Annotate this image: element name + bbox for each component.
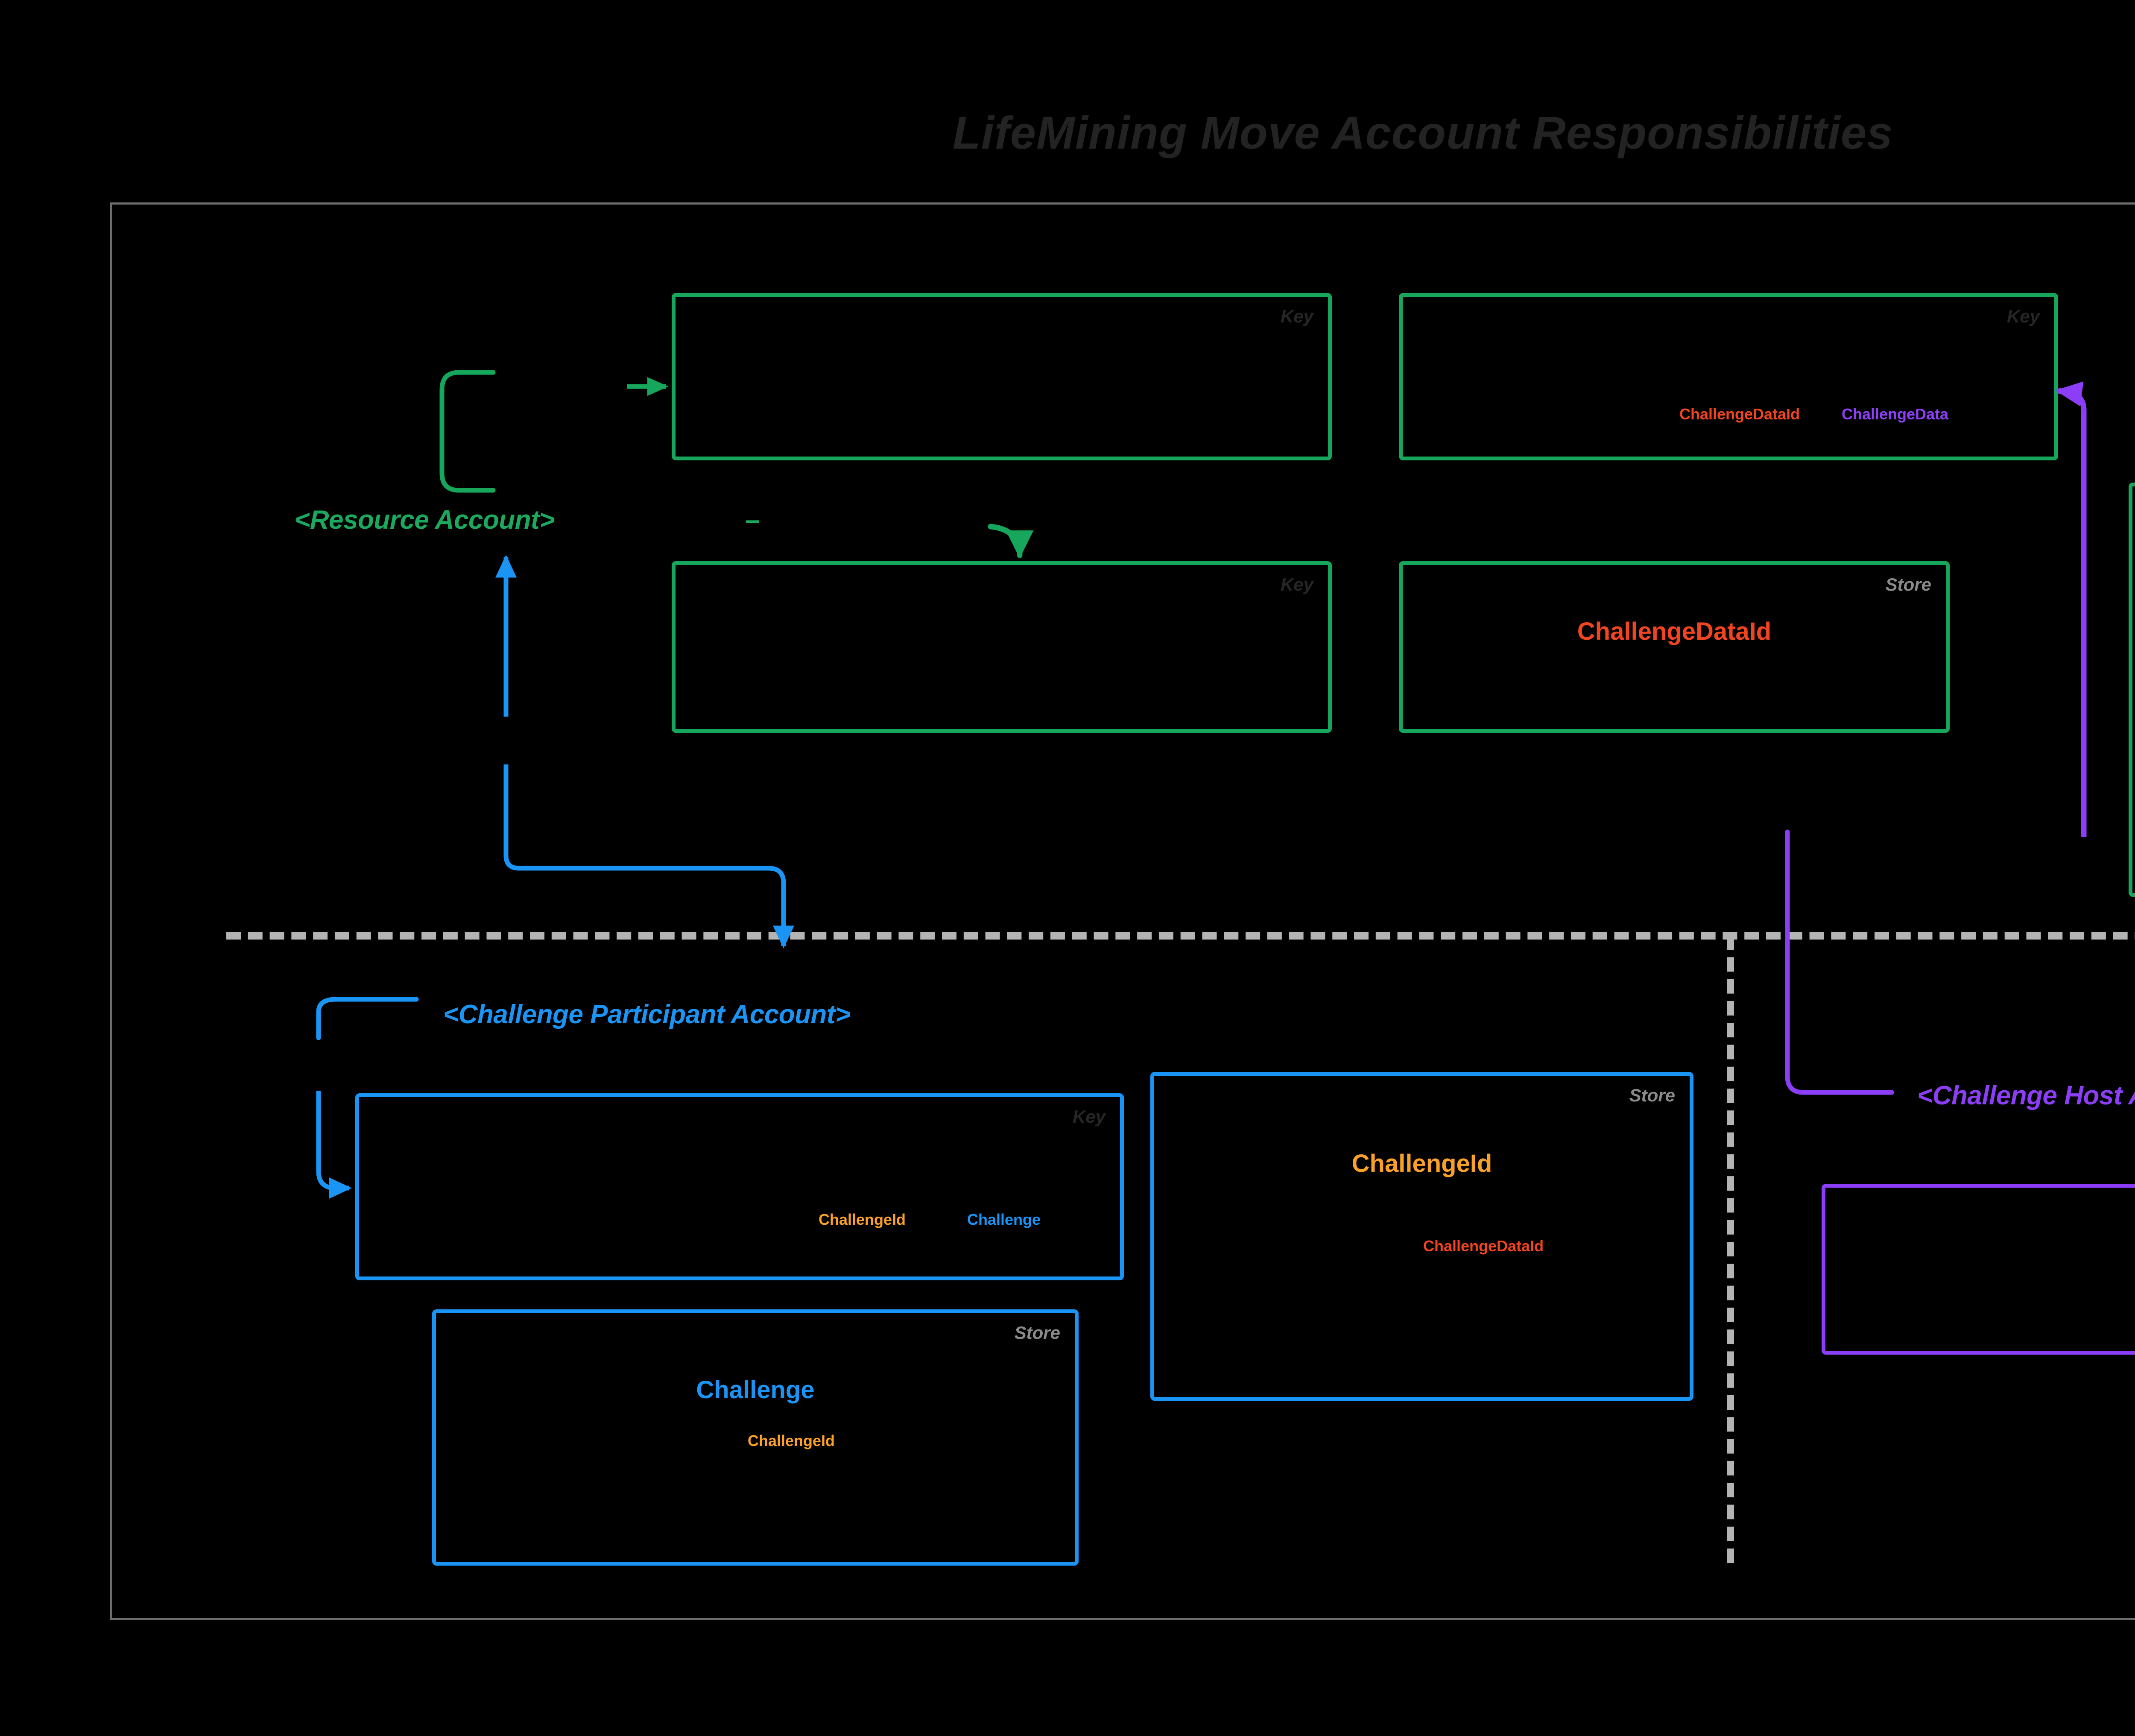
box-host-key[interactable]: Key ChallengeId bbox=[1822, 1184, 2135, 1355]
account-label-resource: <Resource Account> bbox=[295, 505, 555, 535]
box-resource-store-challenge-data[interactable]: Store ChallengeData bbox=[2129, 483, 2135, 897]
corner-tag-store: Store bbox=[1885, 574, 1931, 594]
box-title-challenge-data: ChallengeData bbox=[2132, 539, 2135, 567]
box-title-challenge-id: ChallengeId bbox=[1351, 1150, 1492, 1177]
box-title-challenge-data-id: ChallengeDataId bbox=[1577, 618, 1772, 645]
vertical-divider bbox=[1727, 935, 1734, 1563]
box-resource-key-3[interactable]: Key bbox=[672, 561, 1332, 733]
field-challenge-data-id: ChallengeDataId bbox=[1679, 405, 1800, 423]
box-participant-store-challenge[interactable]: Store Challenge ChallengeId bbox=[432, 1309, 1079, 1566]
horizontal-divider bbox=[226, 932, 2135, 940]
page-title: LifeMining Move Account Responsibilities bbox=[952, 107, 1893, 158]
box-resource-store-challenge-data-id[interactable]: Store ChallengeDataId bbox=[1399, 561, 1950, 733]
account-label-participant: <Challenge Participant Account> bbox=[443, 1000, 851, 1029]
corner-tag-store: Store bbox=[1629, 1085, 1675, 1105]
field-challenge-id: ChallengeId bbox=[819, 1211, 906, 1228]
box-participant-store-challenge-id[interactable]: Store ChallengeId ChallengeDataId bbox=[1150, 1072, 1693, 1401]
box-resource-key-1[interactable]: Key bbox=[672, 293, 1332, 460]
field-challenge-data: ChallengeData bbox=[1842, 405, 1949, 423]
box-resource-key-2[interactable]: Key ChallengeDataId ChallengeData bbox=[1399, 293, 2058, 460]
diagram-outer-frame bbox=[110, 202, 2135, 1620]
resource-account-dash: – bbox=[745, 505, 760, 535]
box-participant-key[interactable]: Key ChallengeId Challenge bbox=[355, 1093, 1124, 1280]
box-title-challenge: Challenge bbox=[696, 1376, 815, 1404]
corner-tag-key: Key bbox=[1072, 1107, 1106, 1127]
corner-tag-key: Key bbox=[1280, 306, 1313, 326]
corner-tag-key: Key bbox=[1280, 574, 1313, 594]
corner-tag-key: Key bbox=[2006, 306, 2040, 326]
field-challenge-id: ChallengeId bbox=[748, 1432, 835, 1449]
field-challenge-data-id: ChallengeDataId bbox=[1423, 1237, 1544, 1255]
corner-tag-store: Store bbox=[1014, 1323, 1060, 1343]
field-challenge: Challenge bbox=[967, 1211, 1041, 1228]
account-label-host: <Challenge Host Account> bbox=[1917, 1081, 2135, 1110]
